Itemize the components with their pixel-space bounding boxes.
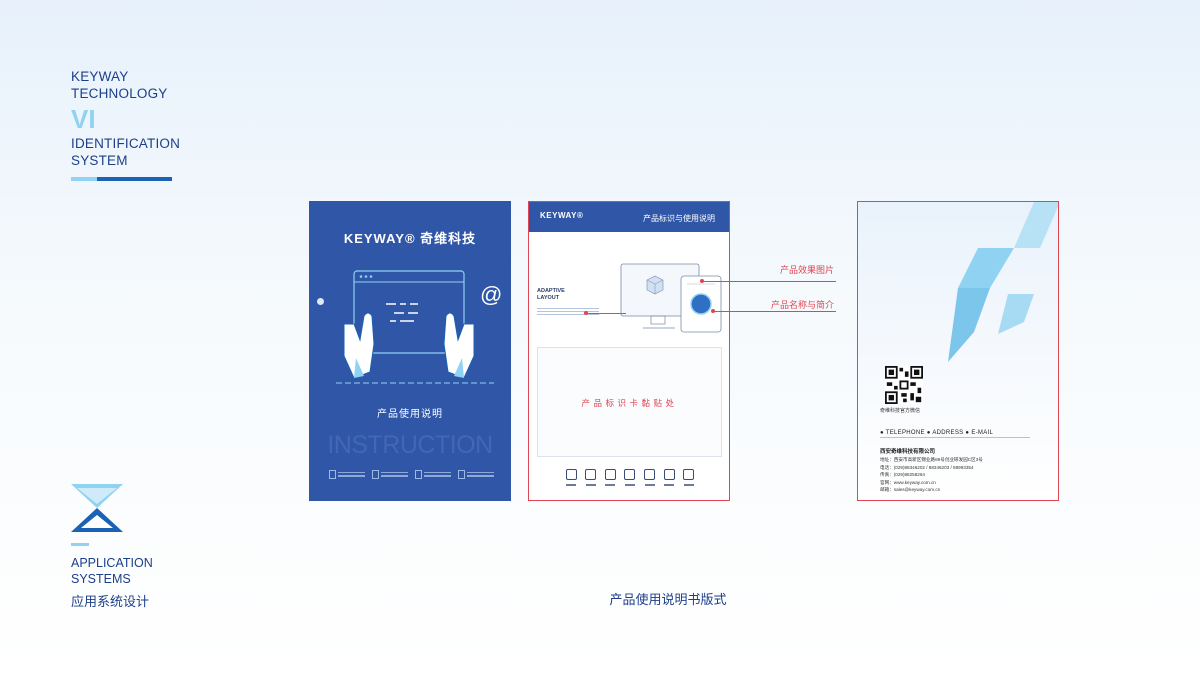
cover-dot <box>317 298 324 305</box>
sticker-text: 产品标识卡黏贴处 <box>581 398 678 408</box>
manual-back-card: 奇维科技官方微信 ● TELEPHONE ● ADDRESS ● E-MAIL … <box>857 201 1059 501</box>
qr-code-icon <box>885 366 923 404</box>
contact-website: 官网：www.keyway.com.cn <box>880 479 936 485</box>
feature-badge <box>415 467 451 481</box>
brand-line-3: IDENTIFICATION <box>71 136 181 151</box>
contact-address: 地址：西安市高新区锦业路69号创业研发园C区3号 <box>880 457 983 462</box>
product-feature-icon <box>683 469 695 489</box>
at-sign-icon: @ <box>480 282 503 307</box>
layout-caption: 产品使用说明书版式 <box>609 592 727 607</box>
company-name: 西安奇维科技有限公司 <box>880 449 936 455</box>
manual-cover-card: KEYWAY® 奇维科技 · · · · · · @ 产品使用说明 INSTRU… <box>309 201 511 501</box>
contact-lines: 地址：西安市高新区锦业路69号创业研发园C区3号 电话：(029)8834620… <box>880 456 983 494</box>
brand-block: KEYWAY TECHNOLOGY VI IDENTIFICATION SYST… <box>71 68 191 181</box>
adaptive-line-1: ADAPTIVE <box>537 288 565 294</box>
brand-line-4: SYSTEM <box>71 153 128 168</box>
brand-line-2: TECHNOLOGY <box>71 86 168 101</box>
callout-line-name <box>713 311 836 312</box>
brand-line-1: KEYWAY <box>71 69 129 84</box>
product-feature-icon <box>644 469 656 489</box>
product-feature-icon <box>624 469 636 489</box>
product-feature-icon <box>585 469 597 489</box>
inner-header: KEYWAY® 产品标识与使用说明 <box>529 202 729 232</box>
brand-pattern-shapes <box>948 202 1058 362</box>
adaptive-placeholder-text <box>537 306 599 317</box>
devices-illustration <box>620 263 722 333</box>
section-dash <box>71 543 89 546</box>
contact-title: ● TELEPHONE ● ADDRESS ● E-MAIL <box>880 430 994 436</box>
contact-fax: 传真：(029)88258264 <box>880 472 925 477</box>
qr-label: 奇维科技官方微信 <box>880 408 921 414</box>
callout-line-adaptive <box>586 313 626 314</box>
contact-phone: 电话：(029)88346202 / 88346203 / 88993354 <box>880 464 974 470</box>
product-feature-icon <box>663 469 675 489</box>
manual-inner-card: KEYWAY® 产品标识与使用说明 ADAPTIVE LAYOUT 产品标识卡黏… <box>528 201 730 501</box>
hourglass-icon <box>71 484 123 532</box>
section-en-1: APPLICATION <box>71 556 153 570</box>
contact-email: 邮箱：sales@keyway.com.cn <box>880 487 941 492</box>
section-cn: 应用系统设计 <box>71 594 150 609</box>
inner-header-title: 产品标识与使用说明 <box>643 214 715 223</box>
feature-badge <box>458 467 494 481</box>
cover-logo-sub: · · · · · · <box>381 244 439 249</box>
cover-title: 产品使用说明 <box>377 409 443 420</box>
hands-screen-illustration <box>336 270 494 384</box>
brand-vi: VI <box>71 104 96 134</box>
callout-product-image: 产品效果图片 <box>780 265 835 275</box>
callout-product-name: 产品名称与简介 <box>771 300 835 310</box>
inner-logo: KEYWAY® <box>540 211 584 220</box>
adaptive-layout-label: ADAPTIVE LAYOUT <box>537 288 565 302</box>
feature-badge <box>372 467 408 481</box>
cover-logo: KEYWAY® 奇维科技 <box>343 231 477 246</box>
cover-watermark: INSTRUCTION <box>327 431 493 459</box>
contact-divider <box>880 437 1030 438</box>
product-feature-icon <box>604 469 616 489</box>
callout-line-image <box>702 281 836 282</box>
feature-badge <box>329 467 365 481</box>
brand-accent-bar <box>71 177 172 181</box>
adaptive-line-2: LAYOUT <box>537 295 560 301</box>
cover-feature-row <box>329 467 494 481</box>
section-label: APPLICATION SYSTEMS 应用系统设计 <box>71 543 153 610</box>
inner-icon-row <box>565 469 695 489</box>
product-label-sticker-area: 产品标识卡黏贴处 <box>537 347 722 457</box>
product-feature-icon <box>565 469 577 489</box>
section-en-2: SYSTEMS <box>71 572 131 586</box>
